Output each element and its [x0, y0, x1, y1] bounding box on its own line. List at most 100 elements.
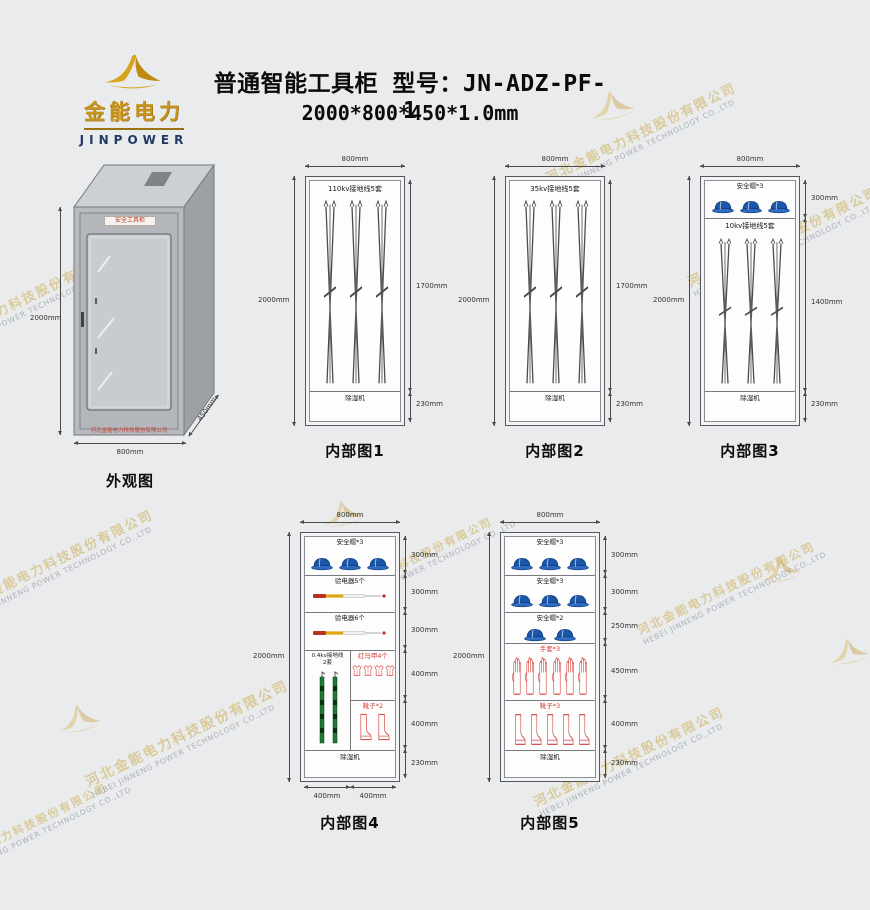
dimension-line [292, 176, 296, 426]
shelf-divider [505, 700, 595, 701]
dimension-label-left: 2000mm [453, 652, 485, 660]
dimension-label-bottom-right: 400mm [359, 792, 387, 800]
shelf-divider [505, 575, 595, 576]
dimension-label-row1: 300mm [611, 551, 638, 559]
watermark: 河北金能电力科技股份有限公司 HEBEI JINNENG POWER TECHN… [0, 770, 133, 881]
dimension-line [403, 649, 407, 699]
shelf-divider [351, 700, 395, 701]
cabinet-panel-1: 110kv接地线5套 除湿机 [305, 176, 405, 426]
left-col-label-line2: 2套 [323, 660, 332, 666]
dimension-line [492, 176, 496, 426]
dimension-label-row2: 300mm [611, 588, 638, 596]
red-vests [352, 665, 395, 676]
dimension-line [603, 611, 607, 642]
dimension-line [350, 785, 396, 789]
shelf-label: 安全帽*3 [736, 182, 764, 190]
shelf-divider [705, 218, 795, 219]
brand-logo-icon [105, 54, 161, 89]
grounding-wire-sets [522, 199, 590, 385]
watermark-text-cn: 河北金能电力科技股份有限公司 [0, 507, 156, 614]
cabinet-panel-5: 安全帽*3 安全帽*3 安全帽*2 手套*3 [500, 532, 600, 782]
helmet-row [511, 558, 589, 571]
dimension-label-main: 1700mm [416, 282, 448, 290]
brand-divider [84, 128, 184, 130]
row4-label: 手套*3 [539, 645, 561, 653]
watermark-text-cn: 河北金能电力科技股份有限公司 [82, 677, 292, 791]
dimension-line [803, 180, 807, 218]
dimension-line [287, 532, 291, 782]
watermark-text-en: HEBEI JINNENG POWER TECHNOLOGY CO.,LTD [0, 524, 154, 622]
dimension-label-left: 2000mm [258, 296, 290, 304]
shelf-divider [310, 391, 400, 392]
dimension-label-bottom: 230mm [811, 400, 838, 408]
watermark-logo-icon [753, 547, 809, 589]
dimension-label-row2: 300mm [411, 588, 438, 596]
dimension-label-main: 1400mm [811, 298, 843, 306]
dimension-line [603, 574, 607, 611]
dehumidifier-label: 除湿机 [540, 753, 560, 761]
dimension-label-bottom: 230mm [411, 759, 438, 767]
dimension-line [803, 392, 807, 422]
dimension-label-left: 2000mm [458, 296, 490, 304]
cabinet-panel-3: 安全帽*3 10kv接地线5套 除湿机 [700, 176, 800, 426]
shelf-divider [305, 612, 395, 613]
brand-name-cn: 金能电力 [84, 100, 184, 124]
row2-label: 验电器5个 [334, 577, 366, 585]
dimension-label-top: 800mm [736, 155, 764, 163]
dimension-line [403, 699, 407, 749]
dimension-label-main: 1700mm [616, 282, 648, 290]
voltage-detector [312, 593, 387, 599]
cabinet-interior: 安全帽*3 安全帽*3 安全帽*2 手套*3 [504, 536, 596, 778]
dimension-line [500, 520, 600, 524]
boots [360, 713, 390, 741]
dimension-line [403, 749, 407, 778]
helmet-row [311, 558, 389, 571]
dimension-label-shelf: 300mm [811, 194, 838, 202]
dehumidifier-label: 除湿机 [545, 393, 565, 402]
cabinet-interior: 安全帽*3 验电器5个 验电器6个 0.4kv接地线 2套 红马甲4个 [304, 536, 396, 778]
dimension-line [603, 699, 607, 749]
shelf-divider [705, 391, 795, 392]
dimension-label-left: 2000mm [253, 652, 285, 660]
item-label: 110kv接地线5套 [327, 185, 382, 193]
dimension-label-row3: 300mm [411, 626, 438, 634]
shelf-divider [510, 391, 600, 392]
dimension-line [304, 785, 350, 789]
grounding-rods-04kv [319, 671, 339, 744]
watermark-text-cn: 河北金能电力科技股份有限公司 [635, 539, 818, 638]
watermark-text-en: HEBEI JINNENG POWER TECHNOLOGY CO.,LTD [90, 702, 277, 800]
cabinet-3d-drawing [73, 163, 215, 437]
watermark-logo-icon [49, 695, 109, 739]
dimension-line [608, 180, 612, 392]
shelf-divider [505, 612, 595, 613]
watermark-text-en: HEBEI JINNENG POWER TECHNOLOGY CO.,LTD [641, 549, 828, 647]
dimension-line [408, 180, 412, 392]
column-divider [350, 650, 351, 750]
dimension-label-top: 800mm [536, 511, 564, 519]
dimension-line [305, 164, 405, 168]
dehumidifier-label: 除湿机 [345, 393, 365, 402]
dimension-line [700, 164, 800, 168]
dimension-label-bottom: 230mm [611, 759, 638, 767]
cabinet-interior: 110kv接地线5套 除湿机 [309, 180, 401, 422]
exterior-caption: 外观图 [105, 472, 154, 490]
diagram-2-caption: 内部图2 [525, 442, 585, 460]
dimension-label-top: 800mm [341, 155, 369, 163]
dimension-line [603, 536, 607, 574]
dimension-label-height: 2000mm [30, 314, 62, 322]
dimension-label-row1: 300mm [411, 551, 438, 559]
row1-label: 安全帽*3 [336, 538, 364, 546]
grounding-wire-sets [322, 199, 390, 385]
dimension-line [603, 642, 607, 699]
brand-logo: 金能电力 JINPOWER [76, 48, 192, 147]
row1-label: 安全帽*3 [536, 538, 564, 546]
item-label: 10kv接地线5套 [725, 222, 775, 230]
page-subtitle: 2000*800*450*1.0mm [301, 101, 519, 125]
dimension-line [803, 218, 807, 392]
dimension-line [58, 207, 62, 435]
dimension-label-top: 800mm [336, 511, 364, 519]
row3-label: 验电器6个 [334, 614, 366, 622]
page-title: 普通智能工具柜 型号：JN-ADZ-PF-1 [213, 71, 607, 124]
dimension-label-row4: 450mm [611, 667, 638, 675]
